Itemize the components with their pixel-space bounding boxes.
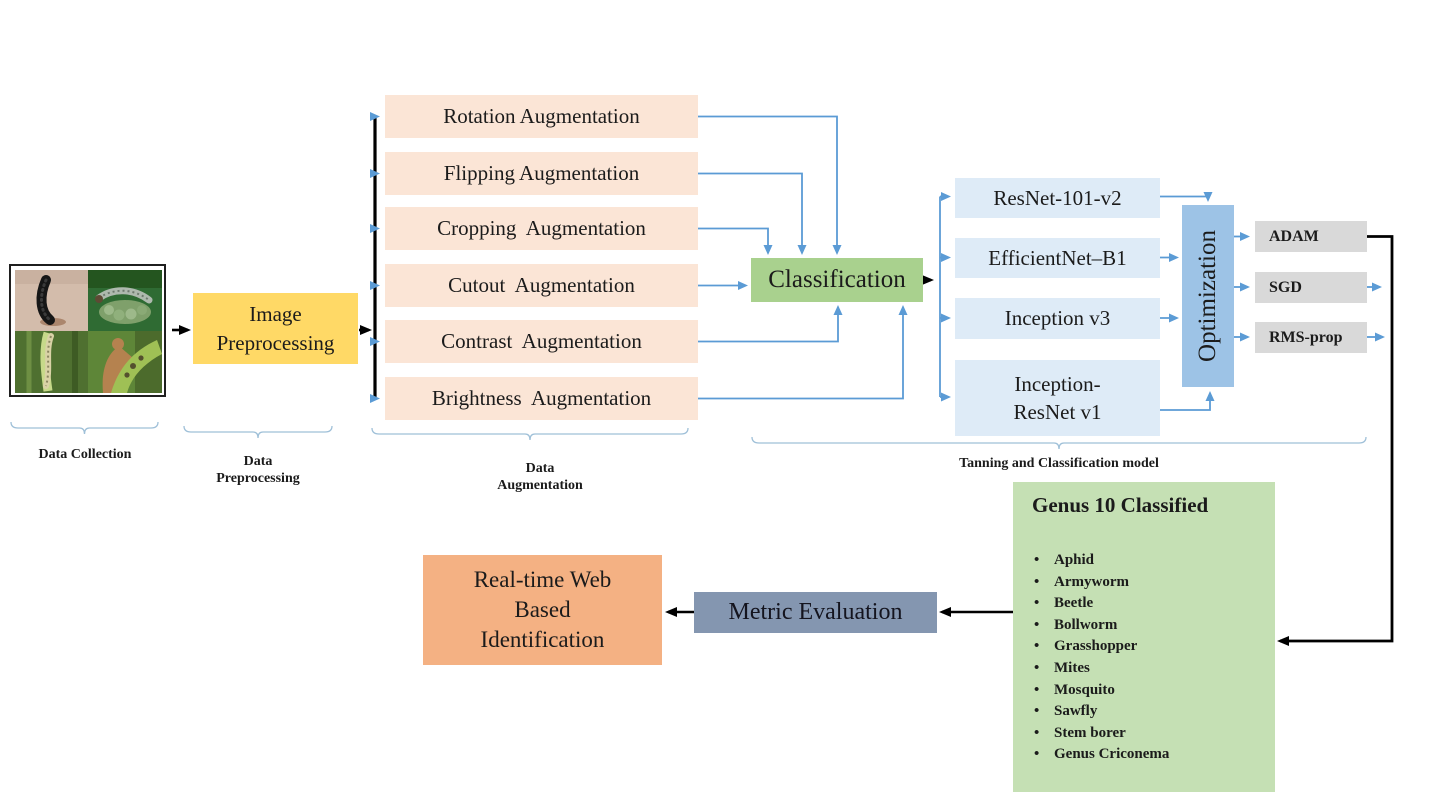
optimization-label: Optimization [1194,230,1222,362]
optimizer-adam-box: ADAM [1255,221,1367,252]
adam-to-genus-arrow [1277,235,1394,646]
data-collection-photo-collage [9,264,166,397]
genus-item: Sawfly [1032,701,1265,723]
model-inception-resnet-box: Inception- ResNet v1 [955,360,1160,436]
rotation-augmentation-box: Rotation Augmentation [385,95,698,138]
data-augmentation-label: Data Augmentation [497,461,583,493]
photo-armyworm-on-wheat-head [88,270,162,331]
blue-connectors [370,112,1385,411]
genus-title: Genus 10 Classified [1032,493,1209,517]
genus-item: Armyworm [1032,572,1265,594]
genus-item: Beetle [1032,593,1265,615]
genus-item: Grasshopper [1032,636,1265,658]
realtime-identification-box: Real-time Web Based Identification [423,555,662,665]
genus-item: Aphid [1032,550,1265,572]
genus-item: Genus Criconema [1032,744,1265,766]
training-classification-label: Tanning and Classification model [959,456,1159,471]
brightness-augmentation-box: Brightness Augmentation [385,377,698,420]
optimization-box: Optimization [1182,205,1234,387]
genus-item: Mosquito [1032,680,1265,702]
metric-evaluation-box: Metric Evaluation [694,592,937,633]
image-preprocessing-box: Image Preprocessing [193,293,358,364]
data-preprocessing-label: Data Preprocessing [216,454,300,486]
genus-item: Stem borer [1032,723,1265,745]
classification-box: Classification [751,258,923,302]
cutout-augmentation-box: Cutout Augmentation [385,264,698,307]
optimizer-sgd-box: SGD [1255,272,1367,303]
contrast-augmentation-box: Contrast Augmentation [385,320,698,363]
insect-photos [15,270,162,393]
genus-classified-box: Genus 10 Classified Aphid Armyworm Beetl… [1013,482,1275,792]
cropping-augmentation-box: Cropping Augmentation [385,207,698,250]
photo-caterpillar-on-skin [15,270,88,331]
genus-item: Bollworm [1032,615,1265,637]
photo-caterpillar-on-stalk [15,331,88,393]
section-braces [10,421,1367,450]
genus-item: Mites [1032,658,1265,680]
black-flow-arrows [172,116,1394,646]
flipping-augmentation-box: Flipping Augmentation [385,152,698,195]
genus-list: Aphid Armyworm Beetle Bollworm Grasshopp… [1032,550,1265,766]
model-inception-box: Inception v3 [955,298,1160,339]
photo-hand-holding-leaf [88,331,162,393]
model-resnet-box: ResNet-101-v2 [955,178,1160,218]
data-collection-label: Data Collection [38,447,132,462]
optimizer-rmsprop-box: RMS-prop [1255,322,1367,353]
model-efficientnet-box: EfficientNet–B1 [955,238,1160,278]
